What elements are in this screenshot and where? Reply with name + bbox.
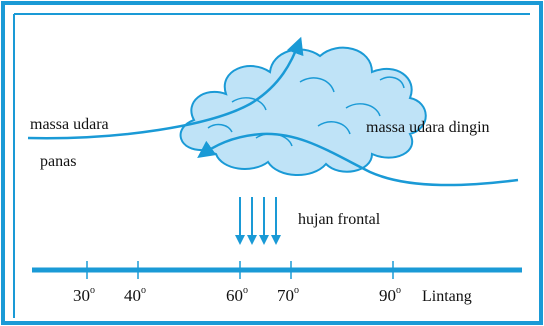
axis-tick-label-60: 60o [226,285,248,305]
cold-air-label: massa udara dingin [366,119,490,136]
axis-tick-label-30: 30o [73,285,95,305]
cold-air-front-arrow [197,132,519,187]
axis-tick-label-70: 70o [277,285,299,305]
warm-air-label-line2: panas [40,153,76,170]
rain-arrows-icon [235,197,281,245]
axis-title: Lintang [422,288,472,305]
rain-label: hujan frontal [298,211,381,228]
cloud-icon [179,46,427,177]
warm-air-label-line1: massa udara [30,116,109,133]
axis-tick-label-40: 40o [124,285,146,305]
warm-air-rising-arrow [27,36,304,140]
axis-tick-label-90: 90o [379,285,401,305]
axis-ticks: 30o 40o 60o 70o 90o [73,261,401,305]
